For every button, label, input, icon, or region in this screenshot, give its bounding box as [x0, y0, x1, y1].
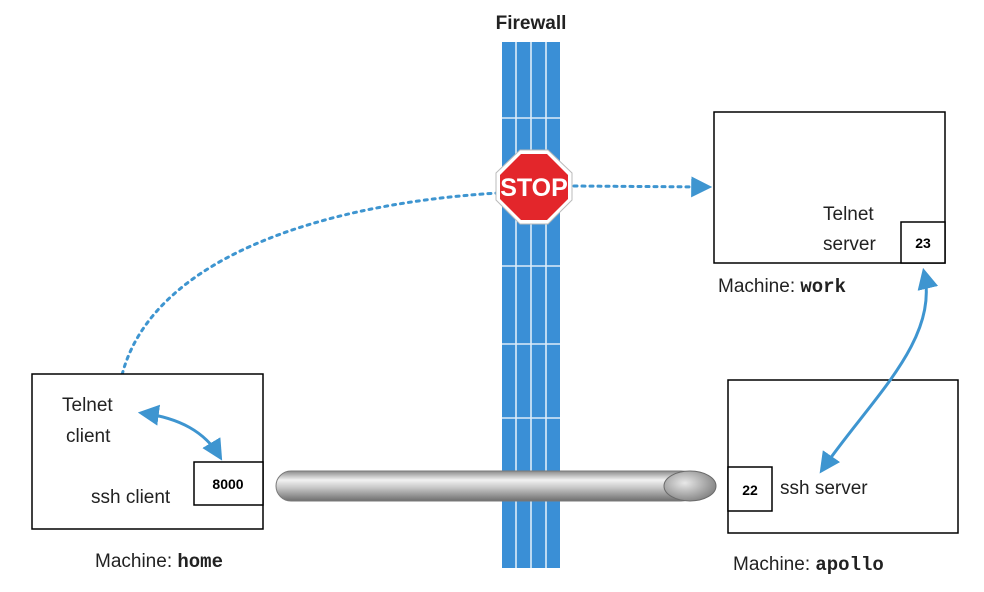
machine-work: Telnet server 23 Machine: work: [713, 111, 946, 298]
home-machine-name: home: [177, 551, 223, 573]
work-app-line2: server: [823, 234, 876, 255]
apollo-app-line1: ssh server: [780, 478, 868, 499]
stop-sign: STOP: [495, 149, 573, 225]
home-machine-label: Machine: home: [95, 551, 223, 573]
home-port-box: [193, 461, 264, 506]
home-app-line3: ssh client: [91, 487, 171, 508]
ssh-tunnel-end-cap: [663, 470, 717, 502]
home-port-number: 8000: [212, 476, 243, 492]
telnet-client-to-port-arrow: [137, 404, 223, 461]
apollo-port-box: [727, 466, 773, 512]
work-port-box: [900, 221, 946, 264]
work-to-apollo-arrow: [819, 267, 939, 474]
work-machine-name: work: [800, 276, 846, 298]
machine-home: Telnet client ssh client 8000 Machine: h…: [31, 373, 264, 573]
home-app-line1: Telnet: [62, 395, 113, 416]
machine-apollo: 22 ssh server Machine: apollo: [727, 379, 959, 576]
apollo-port-number: 22: [742, 482, 758, 498]
firewall-title: Firewall: [496, 13, 567, 34]
telnet-blocked-path-continuation: [572, 176, 713, 198]
ssh-tunnel-tube: [275, 470, 697, 502]
work-machine-label: Machine: work: [718, 276, 846, 298]
work-port-number: 23: [915, 235, 931, 251]
stop-sign-text: STOP: [500, 174, 568, 202]
apollo-machine-prefix: Machine:: [733, 554, 815, 575]
home-app-line2: client: [66, 426, 111, 447]
work-machine-prefix: Machine:: [718, 276, 800, 297]
apollo-machine-label: Machine: apollo: [733, 554, 884, 576]
ssh-tunnel: [275, 470, 717, 502]
work-app-line1: Telnet: [823, 204, 874, 225]
telnet-blocked-path: [116, 191, 500, 400]
apollo-machine-name: apollo: [815, 554, 883, 576]
home-machine-prefix: Machine:: [95, 551, 177, 572]
